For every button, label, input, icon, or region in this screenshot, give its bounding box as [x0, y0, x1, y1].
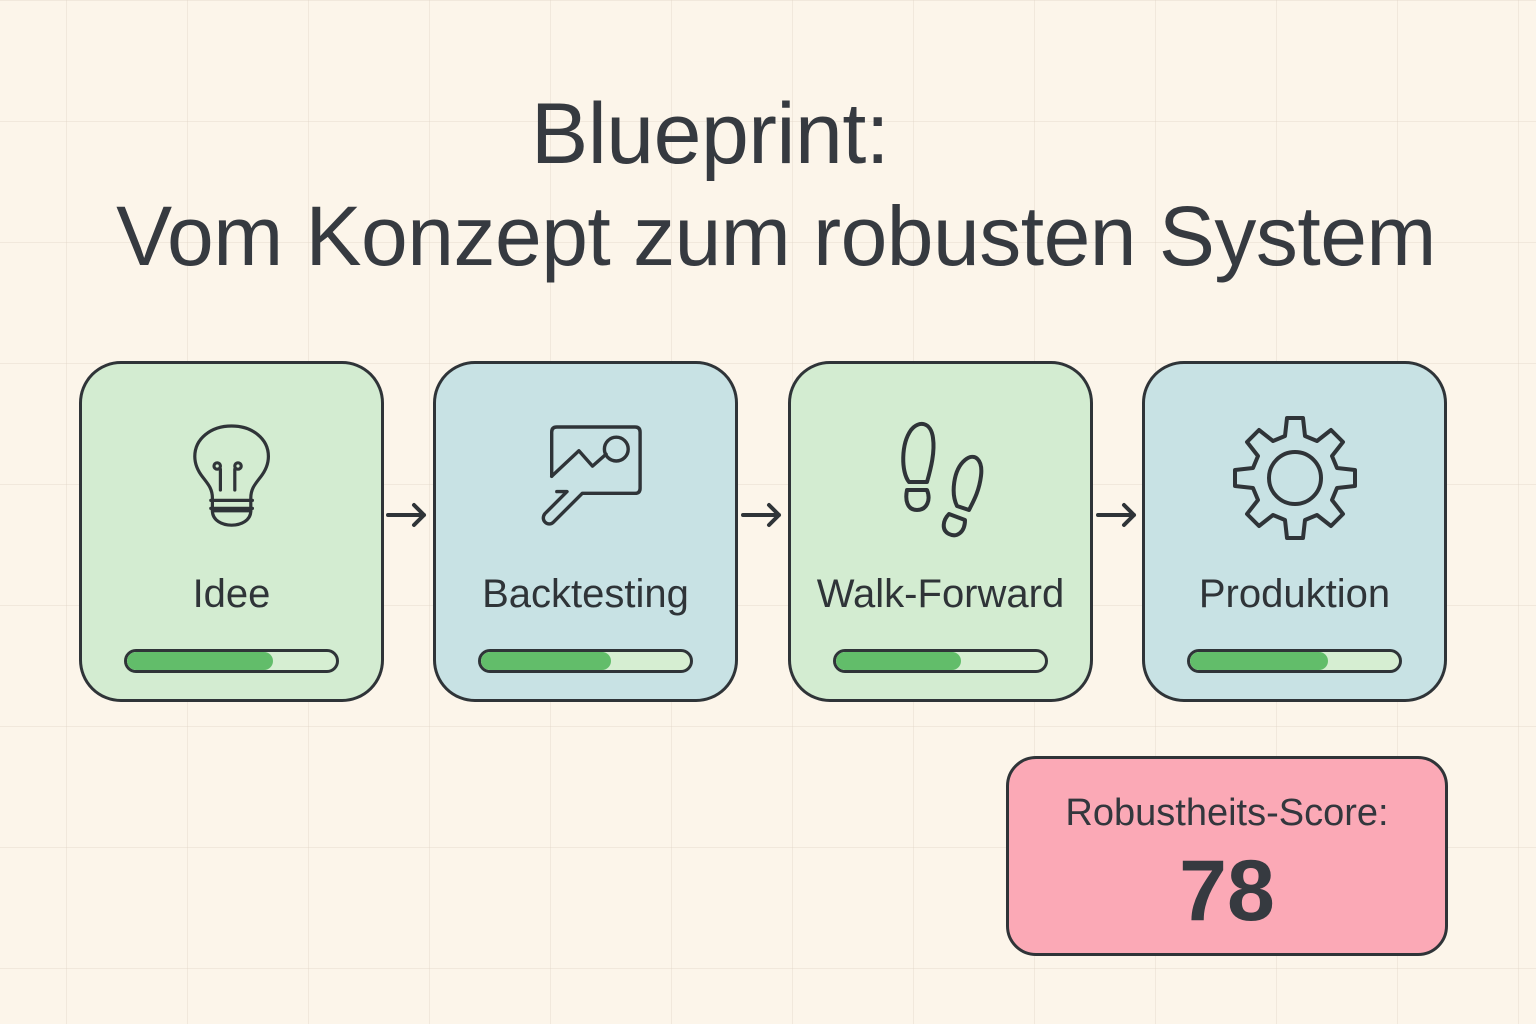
gear-icon: [1225, 410, 1365, 550]
stage-label: Produktion: [1198, 572, 1391, 616]
footprints-icon: [871, 410, 1011, 550]
arrow-right-icon: [741, 503, 781, 527]
progress-bar: [1187, 649, 1402, 673]
stage-label: Idee: [192, 572, 271, 616]
arrow-right-icon: [1096, 503, 1136, 527]
stage-card-idee: Idee: [79, 361, 384, 702]
page-title-line-1: Blueprint:: [530, 86, 890, 182]
progress-fill: [481, 652, 611, 670]
lightbulb-icon: [162, 410, 302, 550]
progress-fill: [1190, 652, 1328, 670]
score-label: Robustheits-Score:: [1065, 792, 1389, 834]
score-value: 78: [1179, 843, 1275, 939]
stage-label: Walk-Forward: [816, 572, 1065, 616]
stage-label: Backtesting: [482, 572, 689, 616]
progress-fill: [836, 652, 962, 670]
page-title-line-2: Vom Konzept zum robusten System: [116, 189, 1436, 283]
progress-fill: [127, 652, 274, 670]
arrow-right-icon: [386, 503, 426, 527]
chart-magnifier-icon: [516, 410, 656, 550]
progress-bar: [833, 649, 1048, 673]
stage-card-walk-forward: Walk-Forward: [788, 361, 1093, 702]
progress-bar: [478, 649, 693, 673]
stage-card-backtesting: Backtesting: [433, 361, 738, 702]
progress-bar: [124, 649, 339, 673]
robustness-score-box: Robustheits-Score: 78: [1006, 756, 1448, 956]
stage-card-produktion: Produktion: [1142, 361, 1447, 702]
